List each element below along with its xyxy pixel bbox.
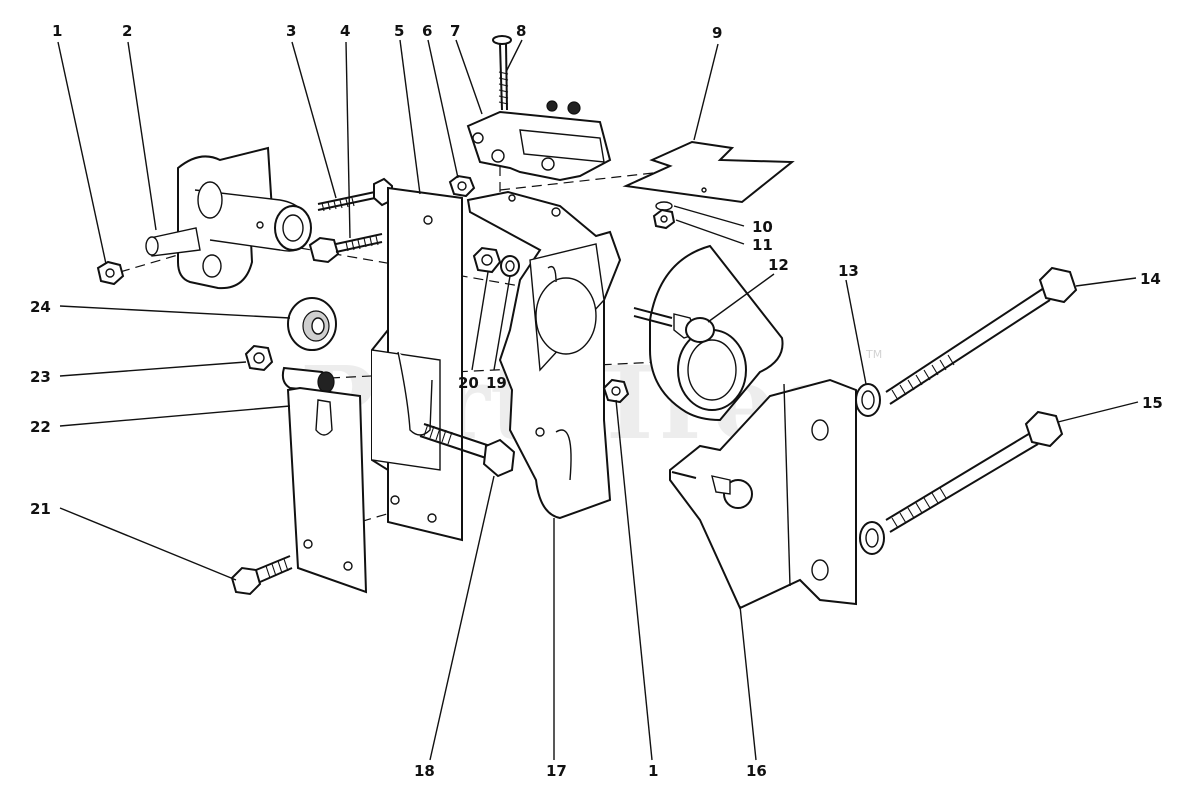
part-bolt-4 <box>308 233 383 264</box>
part-screw-8 <box>492 35 512 111</box>
part-washer-13 <box>855 383 881 417</box>
part-plate-22 <box>286 386 368 594</box>
callout-21: 21 <box>30 500 51 518</box>
callout-23: 23 <box>30 368 51 386</box>
part-bolt-3 <box>317 177 393 212</box>
part-insulator-plate <box>622 140 795 204</box>
callout-5: 5 <box>394 22 404 40</box>
callout-12: 12 <box>768 256 789 274</box>
callout-1-top: 1 <box>52 22 62 40</box>
callout-16: 16 <box>746 762 767 780</box>
callout-19: 19 <box>486 374 507 392</box>
part-spacer <box>281 366 335 394</box>
callout-15: 15 <box>1142 394 1163 412</box>
part-pivot-bracket <box>145 146 312 290</box>
callout-3: 3 <box>286 22 296 40</box>
part-nut-right <box>602 378 630 404</box>
callout-4: 4 <box>340 22 350 40</box>
part-nut-left <box>96 260 125 286</box>
part-long-bolt-14 <box>885 266 1078 405</box>
part-nut-6 <box>448 174 476 198</box>
callout-14: 14 <box>1140 270 1161 288</box>
part-nut-23 <box>244 344 274 372</box>
leader-lines <box>57 39 1139 761</box>
part-washer-10 <box>655 201 673 211</box>
callout-9: 9 <box>712 24 722 42</box>
callout-13: 13 <box>838 262 859 280</box>
callout-18: 18 <box>414 762 435 780</box>
part-nut-20 <box>472 246 502 274</box>
callout-7: 7 <box>450 22 460 40</box>
part-bolt-18 <box>419 423 516 478</box>
part-bearing-24 <box>287 297 337 351</box>
part-washer-19 <box>500 255 520 277</box>
part-angle-bracket <box>669 378 857 610</box>
callout-10: 10 <box>752 218 773 236</box>
part-long-bolt-15 <box>859 410 1064 555</box>
callout-6: 6 <box>422 22 432 40</box>
callout-11: 11 <box>752 236 773 254</box>
part-support-plate <box>633 244 784 422</box>
part-bolt-21 <box>230 555 293 596</box>
callout-20: 20 <box>458 374 479 392</box>
part-switch-block <box>466 100 612 182</box>
watermark-trademark: TM <box>865 348 882 361</box>
callout-labels: 1 2 3 4 5 6 7 8 9 10 11 12 13 14 15 24 2… <box>30 22 1163 780</box>
callout-8: 8 <box>516 22 526 40</box>
part-nut-11 <box>652 208 676 230</box>
callout-17: 17 <box>546 762 567 780</box>
callout-24: 24 <box>30 298 51 316</box>
part-main-bracket <box>466 190 622 520</box>
callout-1-bottom: 1 <box>648 762 658 780</box>
callout-2: 2 <box>122 22 132 40</box>
callout-22: 22 <box>30 418 51 436</box>
part-plate-5 <box>371 186 463 542</box>
